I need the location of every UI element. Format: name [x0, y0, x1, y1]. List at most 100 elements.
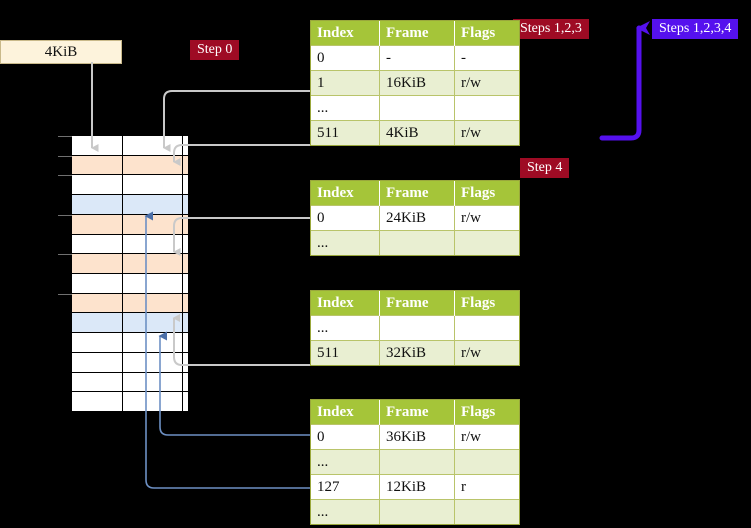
- memory-frame-row[interactable]: [72, 352, 188, 373]
- memory-frame-row[interactable]: [72, 254, 188, 274]
- table-row[interactable]: ...: [311, 499, 519, 524]
- chip-steps-123-label: Steps 1,2,3: [520, 21, 582, 36]
- cell-index: ...: [311, 499, 380, 524]
- cell-frame: 4KiB: [379, 120, 455, 145]
- table-row[interactable]: 0 24KiB r/w: [311, 205, 519, 231]
- cell-index: 511: [311, 340, 380, 365]
- cell-flags: [454, 95, 519, 121]
- cell-flags: [454, 499, 519, 524]
- cell-index: 1: [311, 70, 380, 96]
- cell-index: ...: [311, 230, 380, 255]
- cell-index: 0: [311, 205, 380, 231]
- memory-frame-row[interactable]: [72, 313, 188, 334]
- cell-frame: [379, 449, 455, 475]
- table-row[interactable]: ...: [311, 449, 519, 475]
- column-header-flags: Flags: [454, 21, 519, 46]
- memory-grid-tick: [58, 175, 72, 177]
- memory-grid-tick: [58, 155, 72, 157]
- chip-step-0: Step 0: [190, 40, 240, 60]
- table-header-row: Index Frame Flags: [311, 291, 519, 316]
- cell-index: 0: [311, 45, 380, 71]
- table-header-row: Index Frame Flags: [311, 400, 519, 425]
- column-header-frame: Frame: [379, 291, 455, 316]
- column-header-flags: Flags: [454, 291, 519, 316]
- cell-frame: -: [379, 45, 455, 71]
- cell-index: ...: [311, 449, 380, 475]
- column-header-flags: Flags: [454, 181, 519, 206]
- column-header-index: Index: [311, 21, 380, 46]
- column-header-frame: Frame: [379, 21, 455, 46]
- cell-flags: -: [454, 45, 519, 71]
- connector-level2-row511: [172, 314, 310, 366]
- frame-block-4kib: 4KiB: [0, 40, 122, 64]
- column-header-index: Index: [311, 291, 380, 316]
- cell-frame: [379, 499, 455, 524]
- column-header-index: Index: [311, 181, 380, 206]
- cell-frame: [379, 230, 455, 255]
- cell-frame: 32KiB: [379, 340, 455, 365]
- cell-flags: r/w: [454, 70, 519, 96]
- cell-flags: [454, 315, 519, 341]
- memory-frame-row[interactable]: [72, 214, 188, 235]
- physical-memory-frames[interactable]: [70, 134, 190, 414]
- cell-frame: [379, 315, 455, 341]
- memory-grid-divider: [182, 136, 183, 412]
- cell-index: ...: [311, 315, 380, 341]
- memory-frame-row[interactable]: [72, 293, 188, 314]
- connector-level0-row511: [173, 144, 310, 166]
- cell-index: 511: [311, 120, 380, 145]
- cell-frame: 12KiB: [379, 474, 455, 500]
- page-table-level-0: Index Frame Flags 0 - - 1 16KiB r/w ...: [310, 20, 520, 146]
- cell-flags: r/w: [454, 120, 519, 145]
- frame-block-label: 4KiB: [44, 43, 78, 60]
- memory-grid-tick: [58, 136, 72, 137]
- column-header-index: Index: [311, 400, 380, 425]
- steps-bracket-arrow: [599, 21, 650, 141]
- table-header-row: Index Frame Flags: [311, 181, 519, 206]
- memory-frame-row[interactable]: [72, 175, 188, 196]
- table-row[interactable]: 1 16KiB r/w: [311, 70, 519, 96]
- memory-frame-row[interactable]: [72, 136, 188, 156]
- table-row[interactable]: 511 4KiB r/w: [311, 120, 519, 145]
- cell-frame: 16KiB: [379, 70, 455, 96]
- cell-flags: [454, 230, 519, 255]
- chip-step-4-label: Step 4: [527, 160, 563, 175]
- cell-flags: r/w: [454, 205, 519, 231]
- table-row[interactable]: 0 36KiB r/w: [311, 424, 519, 450]
- chip-steps-1234: Steps 1,2,3,4: [652, 19, 739, 39]
- cell-flags: r/w: [454, 340, 519, 365]
- page-table-level-2: Index Frame Flags ... 511 32KiB r/w: [310, 290, 520, 366]
- memory-grid-divider: [122, 136, 123, 412]
- table-row[interactable]: 0 - -: [311, 45, 519, 71]
- column-header-frame: Frame: [379, 400, 455, 425]
- memory-frame-row[interactable]: [72, 392, 188, 412]
- table-row[interactable]: 127 12KiB r: [311, 474, 519, 500]
- table-row[interactable]: 511 32KiB r/w: [311, 340, 519, 365]
- table-header-row: Index Frame Flags: [311, 21, 519, 46]
- page-table-level-1: Index Frame Flags 0 24KiB r/w ...: [310, 180, 520, 256]
- memory-frame-row[interactable]: [72, 195, 188, 215]
- cell-frame: [379, 95, 455, 121]
- memory-frame-row[interactable]: [72, 155, 188, 176]
- cell-flags: r: [454, 474, 519, 500]
- chip-steps-123: Steps 1,2,3: [513, 19, 589, 39]
- cell-frame: 24KiB: [379, 205, 455, 231]
- cell-index: 127: [311, 474, 380, 500]
- chip-step-4: Step 4: [520, 158, 570, 178]
- memory-frame-row[interactable]: [72, 234, 188, 255]
- memory-frame-row[interactable]: [72, 274, 188, 294]
- table-row[interactable]: ...: [311, 95, 519, 121]
- column-header-frame: Frame: [379, 181, 455, 206]
- memory-frame-row[interactable]: [72, 333, 188, 353]
- cell-flags: [454, 449, 519, 475]
- chip-step-0-label: Step 0: [197, 42, 233, 57]
- cell-flags: r/w: [454, 424, 519, 450]
- memory-grid-tick: [58, 254, 72, 256]
- chip-steps-1234-label: Steps 1,2,3,4: [659, 21, 732, 36]
- connector-level1-row0: [173, 217, 310, 256]
- memory-frame-row[interactable]: [72, 372, 188, 393]
- cell-frame: 36KiB: [379, 424, 455, 450]
- table-row[interactable]: ...: [311, 315, 519, 341]
- page-table-level-3: Index Frame Flags 0 36KiB r/w ... 127 12…: [310, 399, 520, 525]
- table-row[interactable]: ...: [311, 230, 519, 255]
